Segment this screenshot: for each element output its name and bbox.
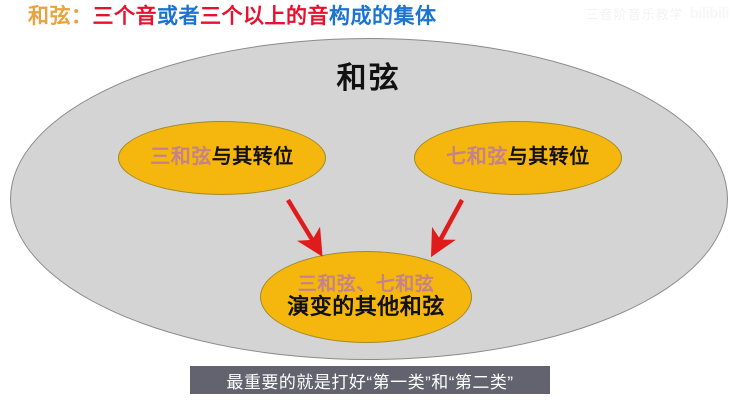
watermark-username: 三音阶音乐教学: [585, 7, 684, 22]
node-derived-chords: 三和弦、七和弦 演变的其他和弦: [260, 251, 472, 343]
title-segment-1: 三个音: [92, 5, 157, 28]
bilibili-watermark: 三音阶音乐教学 bilibili: [585, 4, 730, 23]
subtitle-text: 最重要的就是打好“第一类”和“第二类”: [226, 372, 514, 392]
node-seventh-label-rose: 七和弦: [446, 146, 508, 169]
title-segment-4: 构成的集体: [329, 5, 437, 28]
node-triad-label-rose: 三和弦: [150, 146, 212, 169]
node-triad-text: 三和弦与其转位: [150, 146, 294, 169]
node-derived-line2: 演变的其他和弦: [287, 294, 445, 320]
title-segment-3: 三个以上的音: [200, 5, 329, 28]
node-seventh-inversions: 七和弦与其转位: [414, 121, 622, 195]
page-title: 和弦：三个音或者三个以上的音构成的集体: [28, 3, 437, 31]
subtitle-bar: 最重要的就是打好“第一类”和“第二类”: [190, 366, 550, 394]
node-triad-inversions: 三和弦与其转位: [118, 121, 326, 195]
title-segment-2: 或者: [157, 5, 200, 28]
diagram-heading: 和弦: [336, 62, 401, 95]
node-derived-line1: 三和弦、七和弦: [297, 273, 435, 295]
title-segment-0: 和弦：: [28, 5, 93, 28]
node-seventh-text: 七和弦与其转位: [446, 146, 590, 169]
bilibili-logo-icon: bilibili: [689, 5, 730, 22]
node-seventh-label-black: 与其转位: [507, 146, 590, 169]
node-triad-label-black: 与其转位: [211, 146, 294, 169]
